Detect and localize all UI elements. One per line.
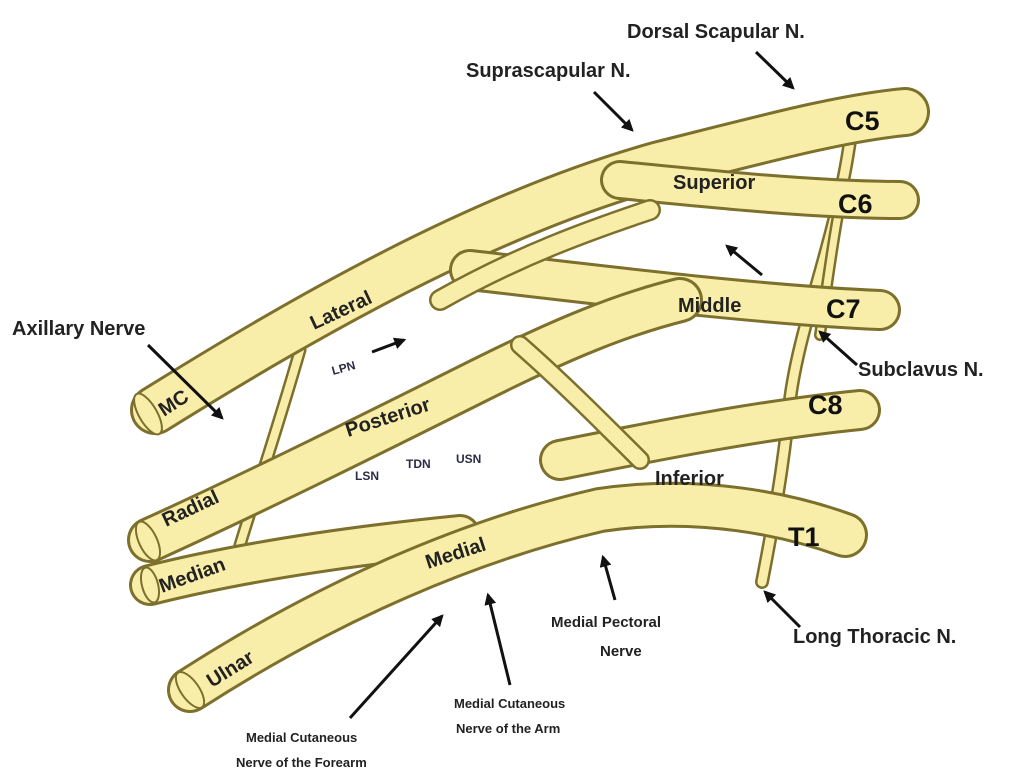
superior-arrow	[727, 246, 762, 275]
branch-label-axillary: Axillary Nerve	[12, 318, 145, 340]
root-label-t1: T1	[788, 522, 820, 552]
branch-label-dorsal-scapular: Dorsal Scapular N.	[627, 21, 805, 43]
trunk-label-superior: Superior	[673, 172, 755, 194]
branch-label-suprascapular: Suprascapular N.	[466, 60, 631, 82]
trunk-label-middle: Middle	[678, 295, 741, 317]
branch-label-mcn-forearm-2: Nerve of the Forearm	[236, 755, 367, 770]
branch-label-lsn: LSN	[355, 469, 379, 483]
branch-label-long-thoracic: Long Thoracic N.	[793, 626, 956, 648]
branch-label-medial-pectoral-1: Medial Pectoral	[551, 614, 661, 631]
mcn-arm-arrow	[488, 595, 510, 685]
root-label-c6: C6	[838, 189, 873, 219]
branch-label-subclavius: Subclavus N.	[858, 359, 984, 381]
suprascapular-arrow	[594, 92, 632, 130]
medial-pectoral-arrow	[603, 557, 615, 600]
trunk-label-inferior: Inferior	[655, 468, 724, 490]
mcn-forearm-arrow	[350, 616, 442, 718]
root-label-c7: C7	[826, 294, 861, 324]
branch-label-mcn-arm-2: Nerve of the Arm	[456, 721, 560, 736]
lpn-arrow	[372, 340, 404, 352]
long-thoracic-arrow	[765, 592, 800, 627]
branch-label-mcn-arm-1: Medial Cutaneous	[454, 696, 565, 711]
nerve-trunks	[150, 112, 905, 690]
branch-label-usn: USN	[456, 452, 481, 466]
root-label-c8: C8	[808, 390, 843, 420]
root-label-c5: C5	[845, 106, 880, 136]
branch-label-tdn: TDN	[406, 457, 431, 471]
branch-label-lpn: LPN	[330, 358, 357, 378]
subclavius-arrow	[820, 332, 857, 365]
dorsal-scapular-arrow	[756, 52, 793, 88]
branch-label-mcn-forearm-1: Medial Cutaneous	[246, 730, 357, 745]
branch-label-medial-pectoral-2: Nerve	[600, 643, 642, 660]
